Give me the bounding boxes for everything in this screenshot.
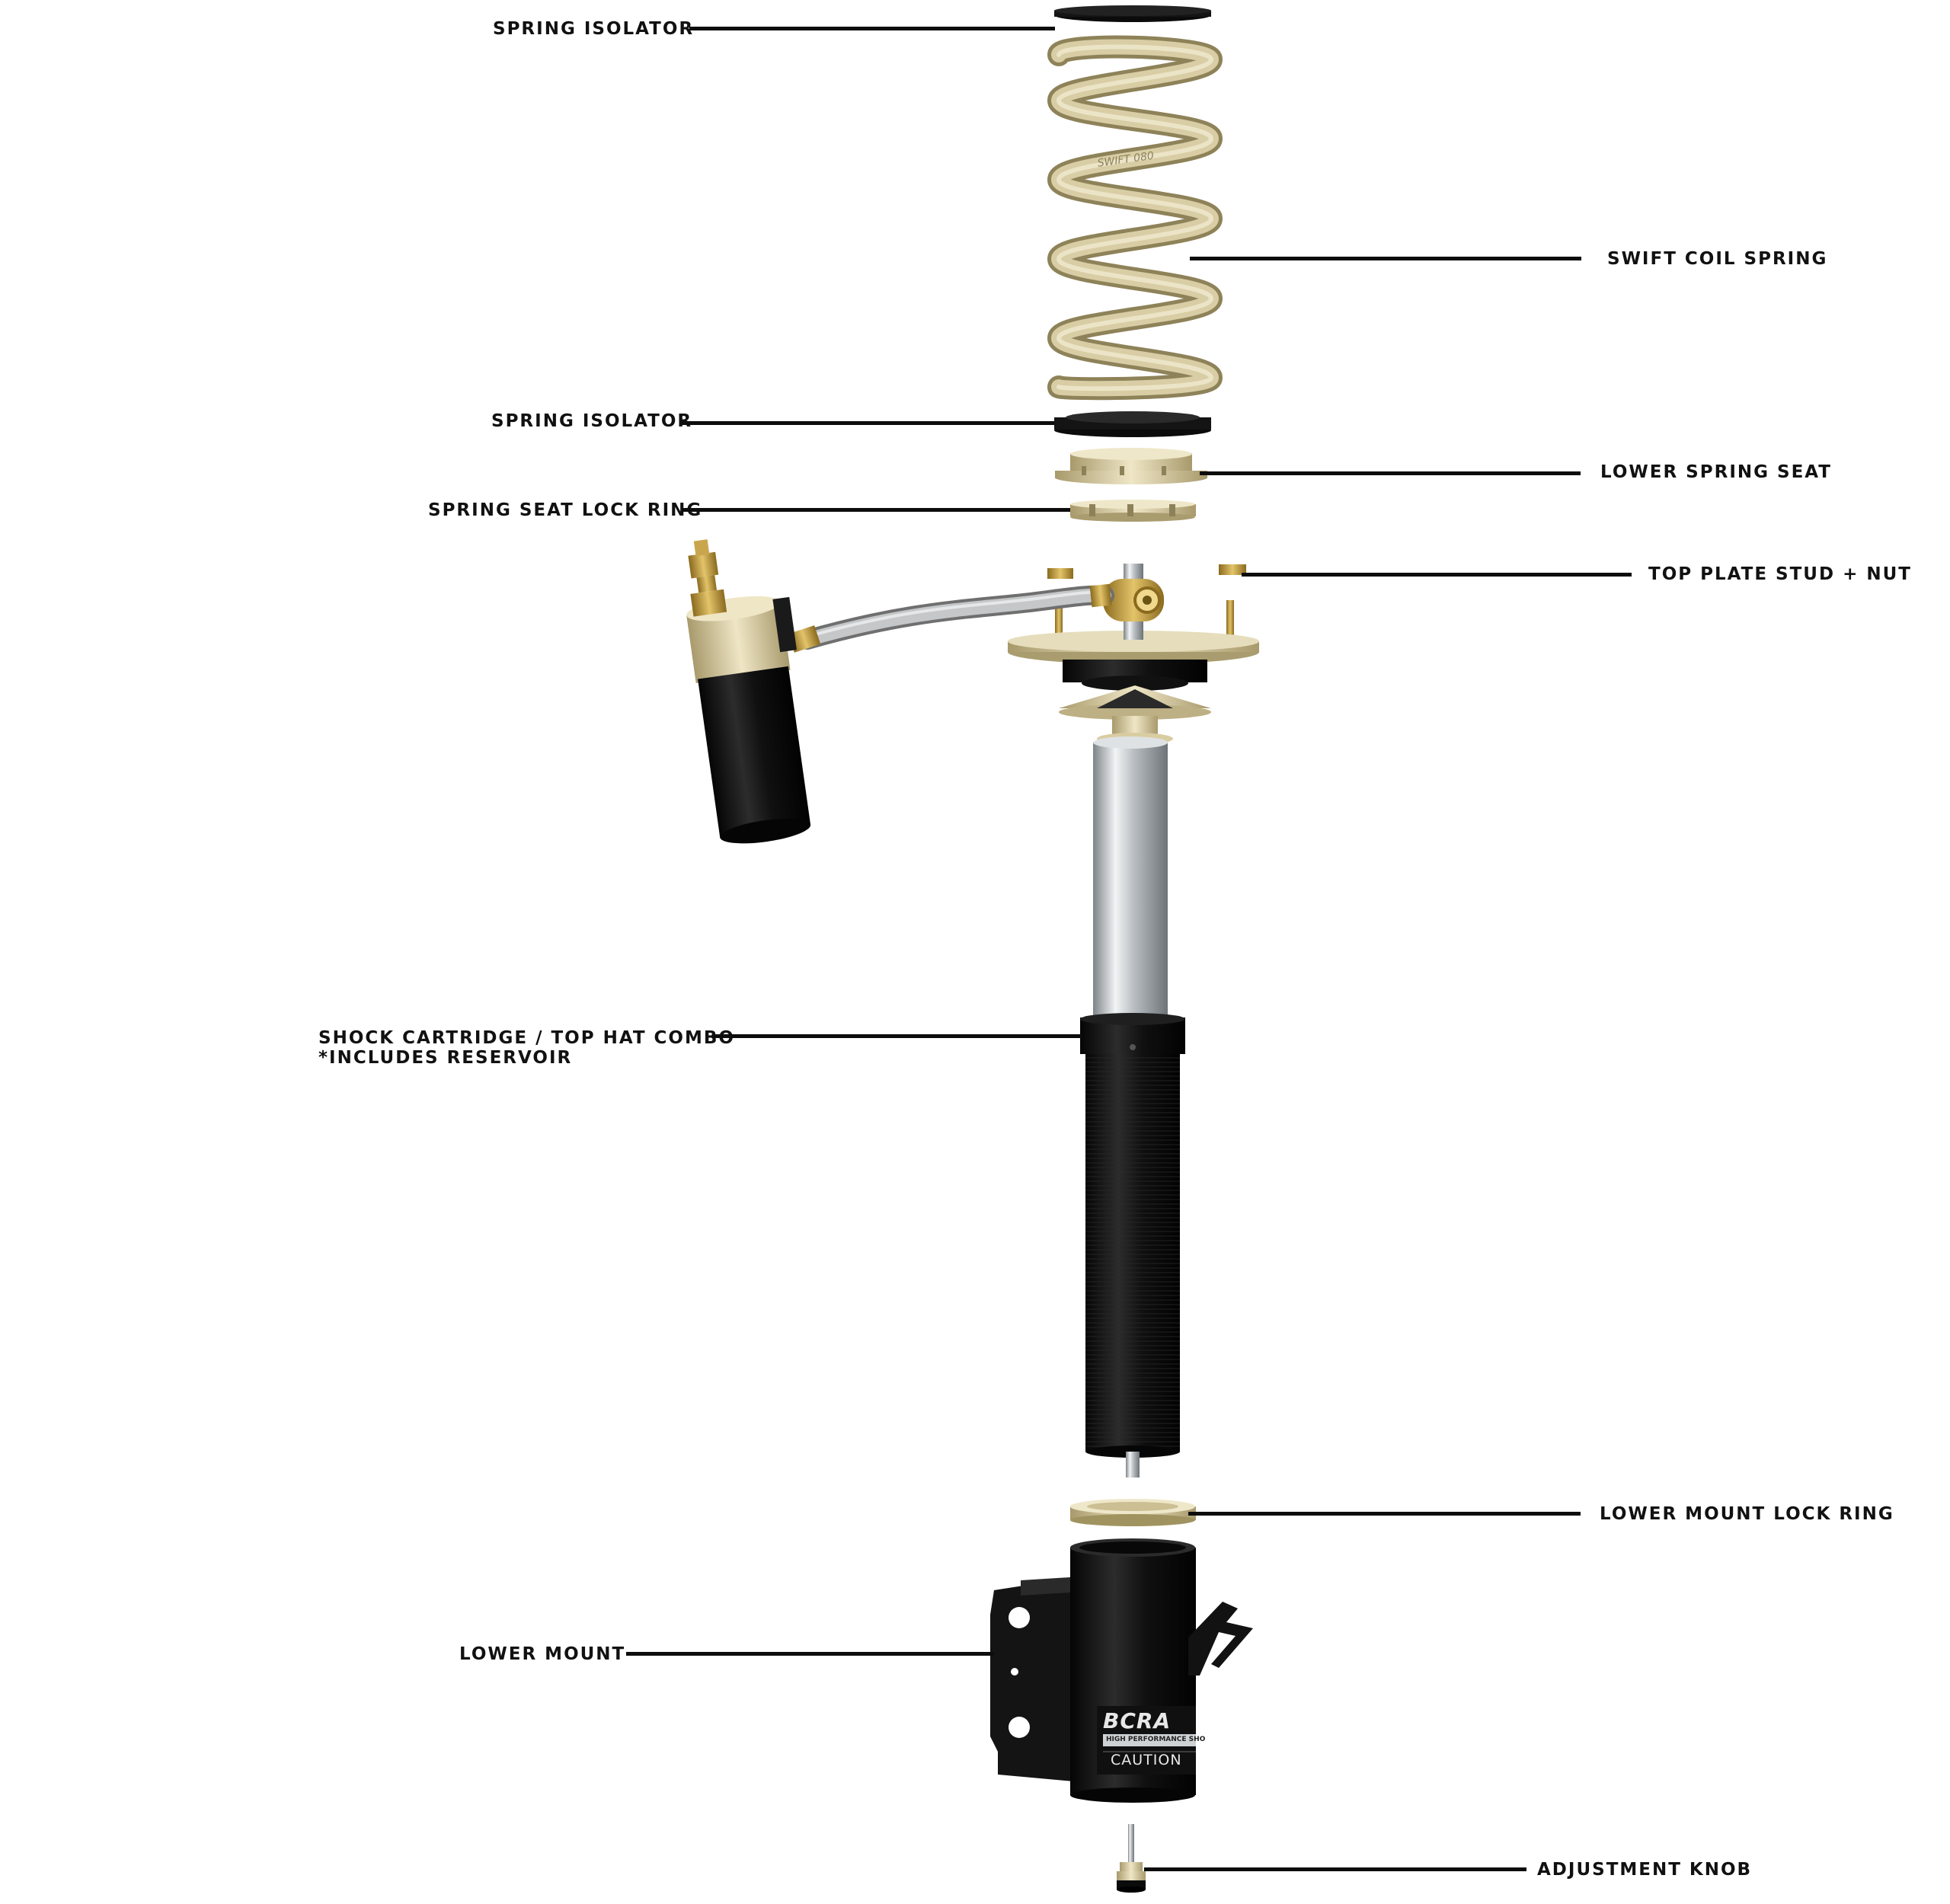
leader-shock-cartridge bbox=[712, 1034, 1082, 1038]
label-shock-cartridge-line1: SHOCK CARTRIDGE / TOP HAT COMBO bbox=[318, 1028, 735, 1048]
label-swift-coil-spring: SWIFT COIL SPRING bbox=[1607, 249, 1828, 269]
mount-decal-warning: CAUTION bbox=[1111, 1752, 1182, 1768]
label-lower-mount: LOWER MOUNT bbox=[459, 1644, 626, 1664]
adjustment-knob-part bbox=[1117, 1824, 1146, 1893]
label-adjustment-knob: ADJUSTMENT KNOB bbox=[1537, 1860, 1753, 1880]
label-spring-isolator-bottom: SPRING ISOLATOR bbox=[491, 411, 693, 431]
shock-shaft-part bbox=[1093, 736, 1168, 1021]
label-shock-cartridge: SHOCK CARTRIDGE / TOP HAT COMBO *INCLUDE… bbox=[318, 1028, 735, 1068]
leader-top-plate-stud-nut bbox=[1242, 573, 1632, 577]
coil-spring-part: SWIFT 080 bbox=[1047, 35, 1223, 401]
shock-body-part bbox=[1080, 1013, 1185, 1478]
label-spring-seat-lock-ring: SPRING SEAT LOCK RING bbox=[428, 500, 703, 520]
lower-spring-seat-part bbox=[1055, 448, 1207, 484]
top-plate-stud-nut-part bbox=[1047, 564, 1246, 640]
label-lower-mount-lock-ring: LOWER MOUNT LOCK RING bbox=[1600, 1504, 1894, 1524]
mount-decal-tagline: HIGH PERFORMANCE SHO bbox=[1106, 1736, 1206, 1743]
label-shock-cartridge-line2: *INCLUDES RESERVOIR bbox=[318, 1048, 573, 1068]
leader-lower-spring-seat bbox=[1200, 471, 1581, 475]
spring-seat-lock-ring-part bbox=[1070, 500, 1196, 522]
leader-lower-mount bbox=[626, 1652, 994, 1656]
leader-adjustment-knob bbox=[1144, 1867, 1526, 1871]
spring-isolator-bottom-part bbox=[1054, 411, 1211, 437]
leader-lower-mount-lock-ring bbox=[1188, 1512, 1581, 1516]
label-top-plate-stud-nut: TOP PLATE STUD + NUT bbox=[1648, 564, 1912, 584]
lower-mount-lock-ring-part bbox=[1070, 1499, 1196, 1526]
reservoir-part bbox=[686, 539, 1114, 844]
lower-mount-part bbox=[990, 1538, 1253, 1803]
label-spring-isolator-top: SPRING ISOLATOR bbox=[493, 19, 695, 39]
spring-isolator-top-part bbox=[1054, 5, 1211, 22]
leader-swift-coil-spring bbox=[1190, 257, 1581, 260]
leader-spring-isolator-top bbox=[689, 27, 1055, 30]
top-hat-part bbox=[1008, 564, 1259, 745]
leader-spring-isolator-bottom bbox=[682, 421, 1055, 425]
leader-spring-seat-lock-ring bbox=[682, 508, 1070, 512]
label-lower-spring-seat: LOWER SPRING SEAT bbox=[1600, 462, 1832, 482]
mount-decal-brand: BCRA bbox=[1103, 1708, 1172, 1733]
